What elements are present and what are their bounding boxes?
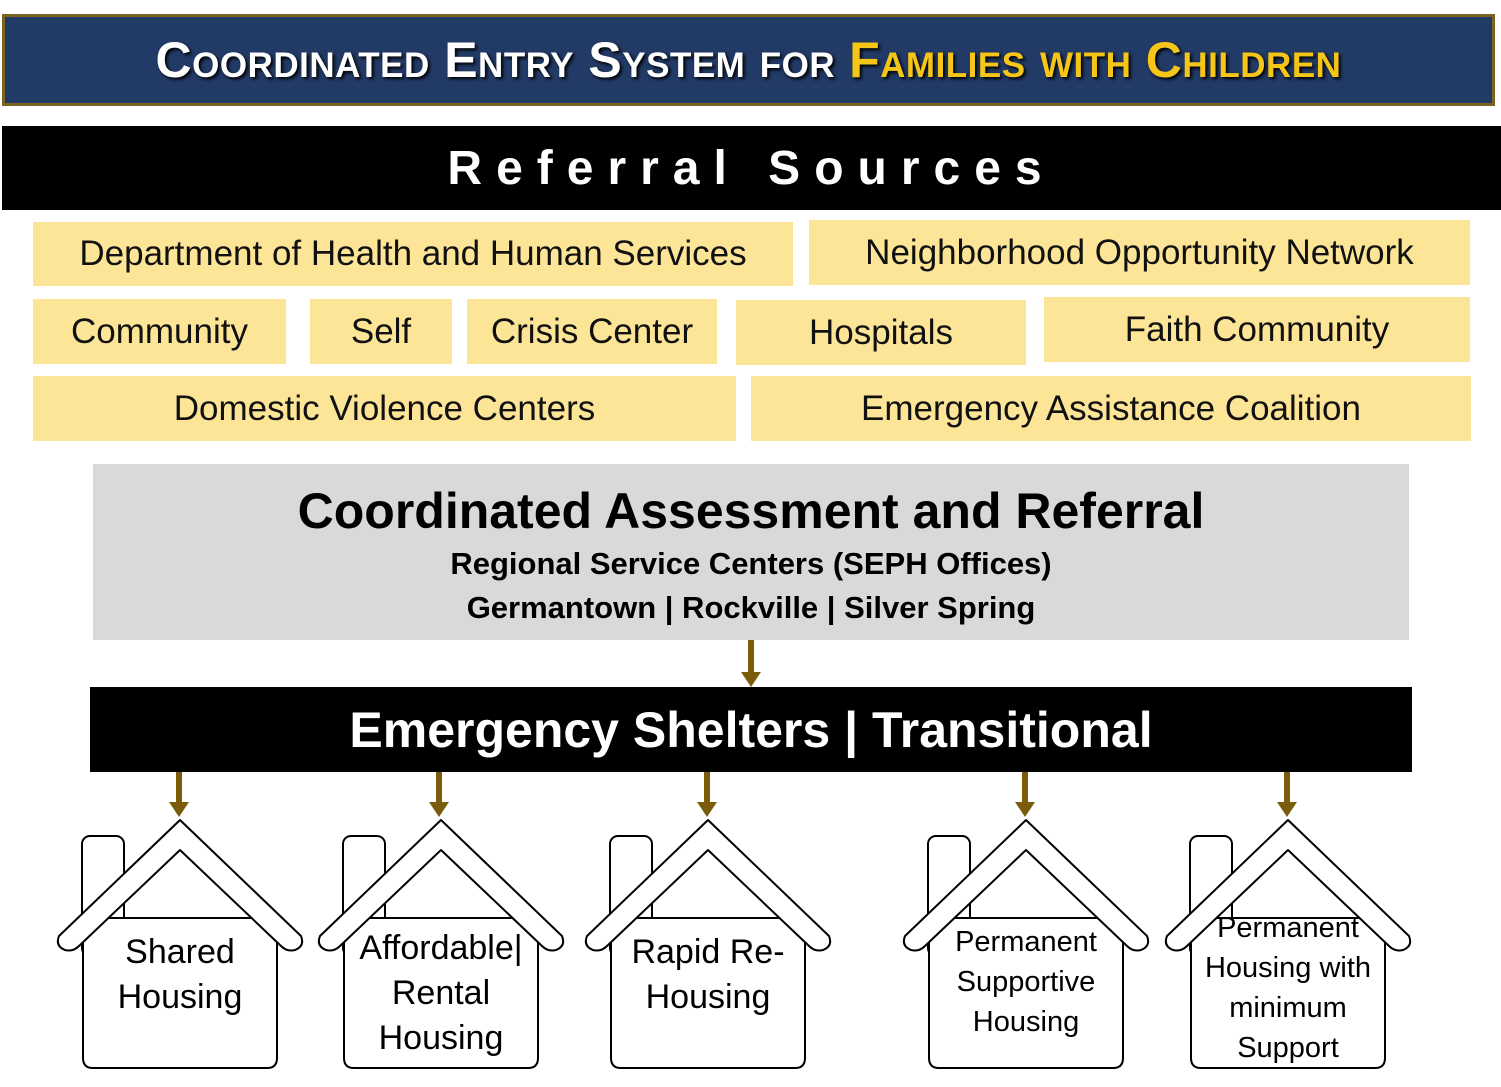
referral-sources-header: Referral Sources [2, 126, 1501, 210]
assessment-subheading: Regional Service Centers (SEPH Offices) [450, 546, 1052, 581]
title-banner: Coordinated Entry System for Families wi… [2, 14, 1495, 106]
shelters-bar: Emergency Shelters | Transitional [90, 687, 1412, 772]
assessment-heading: Coordinated Assessment and Referral [297, 483, 1205, 539]
assessment-locations: Germantown | Rockville | Silver Spring [466, 590, 1036, 625]
source-neighborhood-network: Neighborhood Opportunity Network [809, 220, 1470, 285]
arrow-down-icon [1277, 772, 1297, 817]
housing-label: Permanent Housing with minimum Support [1204, 912, 1372, 1064]
arrow-down-icon [1015, 772, 1035, 817]
house-icon [56, 819, 304, 1069]
source-domestic-violence: Domestic Violence Centers [33, 376, 736, 441]
housing-affordable-rental: Affordable| Rental Housing [316, 818, 566, 1078]
house-icon [902, 819, 1150, 1069]
title-part-1: Coordinated Entry System for [155, 32, 836, 88]
assessment-box: Coordinated Assessment and Referral Regi… [93, 464, 1409, 640]
arrow-down-icon [697, 772, 717, 817]
housing-shared: Shared Housing [55, 818, 305, 1078]
source-hospitals: Hospitals [736, 300, 1026, 365]
source-dhhs: Department of Health and Human Services [33, 222, 793, 286]
house-icon [1164, 819, 1412, 1069]
housing-rapid-rehousing: Rapid Re-Housing [583, 818, 833, 1078]
housing-label: Shared Housing [117, 933, 243, 1016]
source-emergency-assistance: Emergency Assistance Coalition [751, 376, 1471, 441]
house-icon [584, 819, 832, 1069]
house-icon [317, 819, 565, 1069]
housing-label: Rapid Re-Housing [631, 933, 785, 1016]
source-faith-community: Faith Community [1044, 297, 1470, 362]
arrow-down-icon [169, 772, 189, 817]
source-crisis-center: Crisis Center [467, 299, 717, 364]
housing-permanent-supportive: Permanent Supportive Housing [901, 818, 1151, 1078]
housing-label: Affordable| Rental Housing [359, 929, 523, 1057]
arrow-down-icon [741, 640, 761, 687]
arrow-down-icon [429, 772, 449, 817]
source-community: Community [33, 299, 286, 364]
title-part-2: Families with Children [849, 32, 1342, 88]
housing-label: Permanent Supportive Housing [955, 926, 1097, 1038]
housing-permanent-minimum-support: Permanent Housing with minimum Support [1163, 818, 1413, 1078]
source-self: Self [310, 299, 452, 364]
